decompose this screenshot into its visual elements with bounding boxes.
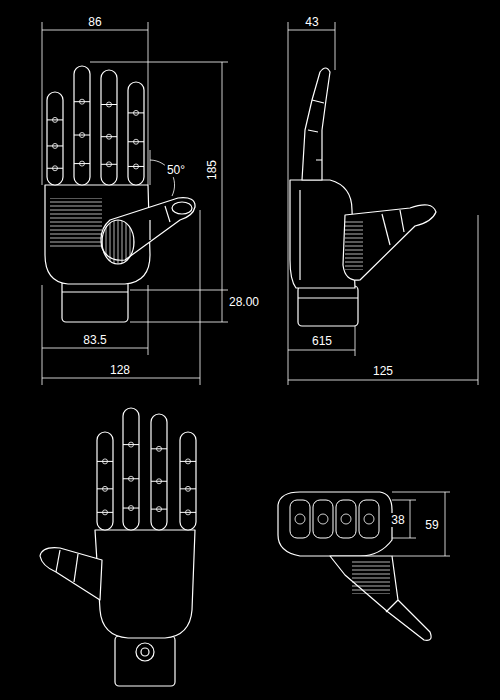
finger <box>151 414 167 530</box>
dimension-label: 83.5 <box>81 333 108 347</box>
back-view <box>40 408 196 686</box>
front-view <box>45 66 195 322</box>
dimension-label: 50° <box>165 163 187 177</box>
finger <box>123 408 139 530</box>
dimension-label: 86 <box>86 15 103 29</box>
dimension-label: 59 <box>423 518 440 532</box>
dimension-label: 38 <box>389 513 406 527</box>
dimension-label: 185 <box>205 158 219 182</box>
dimension-label: 128 <box>108 363 132 377</box>
finger <box>128 82 144 185</box>
thumb <box>330 556 431 640</box>
finger <box>180 432 196 530</box>
fingers <box>47 66 144 185</box>
side-view <box>290 68 436 326</box>
wrist <box>62 280 128 322</box>
fist-view <box>278 492 431 640</box>
dimension-lines <box>42 22 478 556</box>
dimension-label: 43 <box>303 15 320 29</box>
palm <box>95 530 195 638</box>
dimension-label: 125 <box>371 364 395 378</box>
finger <box>97 432 113 530</box>
thumb <box>40 548 102 600</box>
dimension-label: 28.00 <box>227 295 261 309</box>
knuckles <box>278 492 392 556</box>
wrist <box>115 636 175 686</box>
fingers <box>302 68 330 180</box>
finger <box>47 92 63 185</box>
fingers <box>97 408 196 530</box>
finger <box>74 66 90 185</box>
dimension-label: 615 <box>310 334 334 348</box>
wrist <box>298 286 358 326</box>
finger <box>101 70 117 185</box>
thumb <box>343 205 436 280</box>
